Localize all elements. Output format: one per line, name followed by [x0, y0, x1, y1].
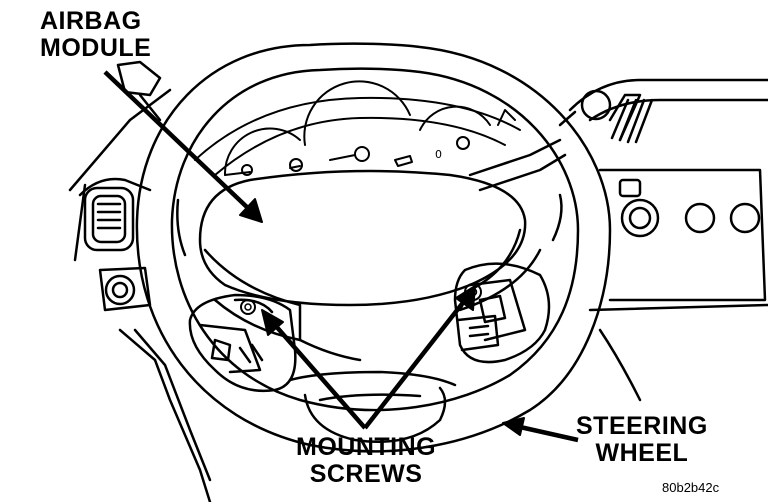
steering-wheel-label-line-1: STEERING	[576, 412, 708, 440]
airbag-module-label-line-2: MODULE	[40, 34, 152, 62]
leader-arrows	[103, 70, 579, 443]
steering-wheel-label: STEERING WHEEL	[576, 413, 708, 467]
airbag-module-label-line-1: AIRBAG	[40, 7, 142, 35]
left-switch-pod	[188, 293, 297, 392]
mounting-screws-label-line-2: SCREWS	[309, 460, 423, 488]
right-switch-pod	[453, 262, 551, 364]
dashboard-left	[68, 60, 212, 502]
svg-text:0: 0	[435, 148, 442, 161]
airbag-module-label: AIRBAG MODULE	[40, 8, 151, 62]
dashboard-right	[558, 78, 768, 402]
figure-code: 80b2b42c	[662, 480, 720, 495]
mounting-screws-label: MOUNTING SCREWS	[296, 434, 436, 488]
instrument-cluster: 0	[194, 80, 521, 176]
mounting-screws-label-line-1: MOUNTING	[296, 433, 437, 461]
steering-wheel-label-line-2: WHEEL	[595, 439, 689, 467]
steering-wheel-rim	[135, 42, 612, 453]
